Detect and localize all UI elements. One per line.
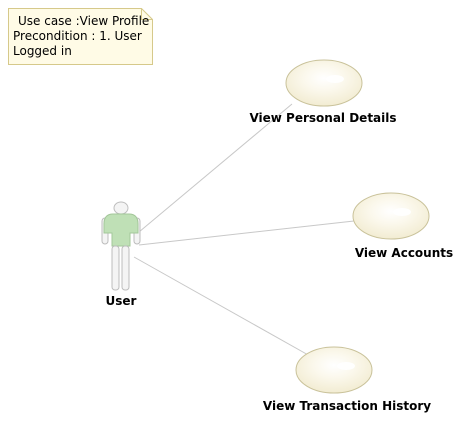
use-case-label: View Accounts	[355, 246, 453, 260]
association-line-personal-details	[138, 103, 293, 233]
use-case-label: View Personal Details	[249, 111, 396, 125]
note-fold	[141, 8, 153, 20]
note-line-2: Precondition : 1. User	[13, 29, 142, 43]
association-line-accounts	[138, 220, 355, 246]
use-case-view-personal-details[interactable]: View Personal Details	[249, 59, 397, 125]
use-case-ellipse	[295, 346, 373, 394]
note-line-3: Logged in	[13, 44, 72, 58]
associations	[133, 103, 355, 357]
use-case-view-transaction-history[interactable]: View Transaction History	[263, 346, 431, 413]
association-line-transaction-history	[133, 256, 311, 357]
use-case-ellipse	[285, 59, 363, 107]
stick-figure-actor-icon	[101, 201, 141, 291]
actor-label: User	[106, 294, 137, 308]
note-shape	[8, 8, 153, 65]
use-case-view-accounts[interactable]: View Accounts	[352, 192, 453, 260]
actor-user[interactable]: User	[101, 201, 141, 308]
note-line-1: Use case :View Profile	[18, 14, 149, 28]
use-case-ellipse	[352, 192, 430, 240]
use-case-label: View Transaction History	[263, 399, 431, 413]
precondition-note[interactable]: Use case :View Profile Precondition : 1.…	[8, 8, 153, 65]
